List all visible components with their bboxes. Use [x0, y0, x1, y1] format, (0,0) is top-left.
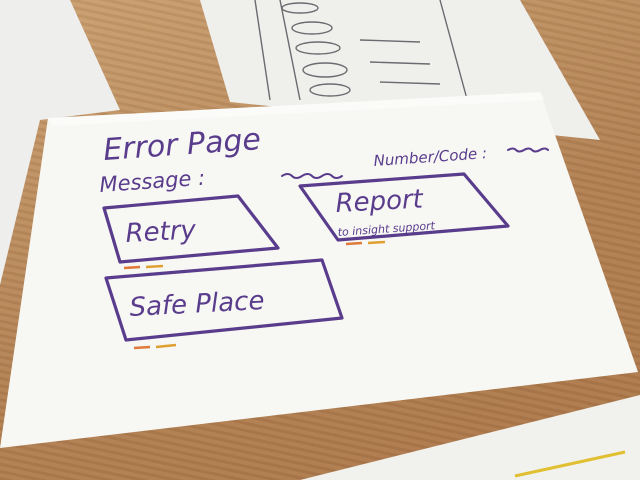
yellow-marker-line [514, 450, 626, 478]
paper-sheet-left [0, 0, 120, 285]
paper-sheet-bottom [300, 395, 640, 480]
code-squiggle [507, 147, 549, 153]
safe-place-box [104, 258, 344, 342]
message-squiggle [281, 173, 343, 179]
report-box [298, 172, 510, 242]
safe-place-label: Safe Place [129, 286, 265, 323]
sketch-diagram-top [254, 0, 471, 111]
report-label: Report [335, 184, 425, 219]
retry-box [102, 194, 280, 264]
paper-sheet-main [0, 92, 638, 448]
retry-label: Retry [125, 215, 197, 249]
